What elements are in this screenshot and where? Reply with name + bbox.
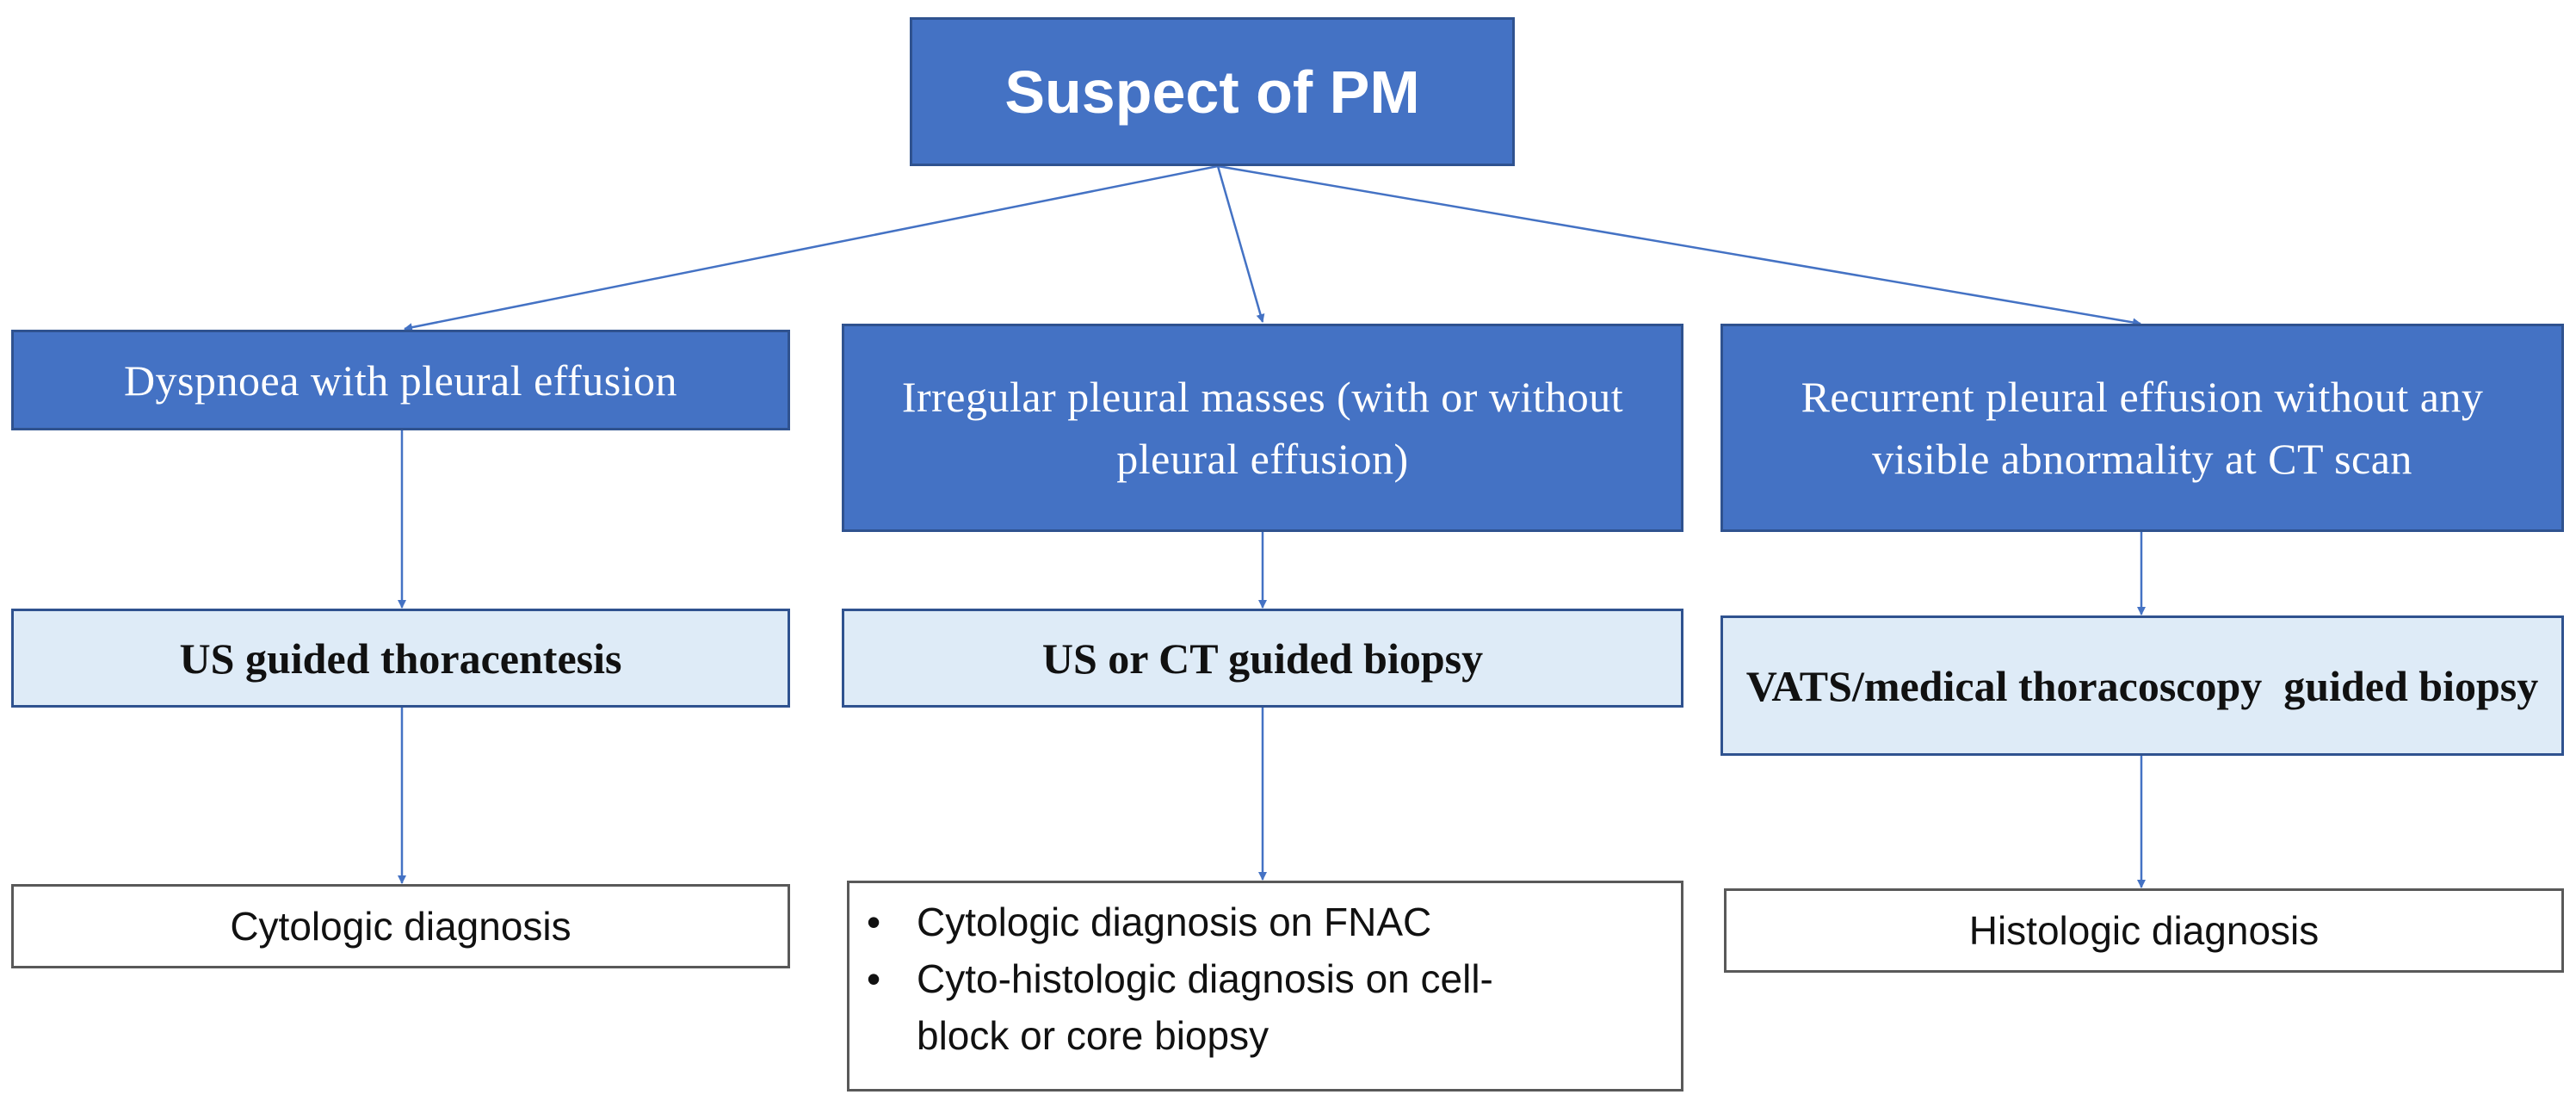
diagnosis-node-2: • Cytologic diagnosis on FNAC • Cyto-his… — [847, 881, 1683, 1092]
arrow-root-to-finding-3 — [1217, 164, 2141, 327]
procedure-label-2: US or CT guided biopsy — [1041, 634, 1484, 683]
bullet-icon: • — [867, 956, 881, 1001]
root-node: Suspect of PM — [910, 17, 1515, 166]
bullet-icon: • — [867, 900, 881, 944]
procedure-node-3: VATS/medical thoracoscopy guided biopsy — [1720, 615, 2564, 756]
finding-node-2: Irregular pleural masses (with or withou… — [842, 324, 1683, 532]
finding-label-2: Irregular pleural masses (with or withou… — [901, 373, 1624, 483]
procedure-node-2: US or CT guided biopsy — [842, 609, 1683, 708]
diagnosis-label-1: Cytologic diagnosis — [230, 904, 571, 949]
arrow-root-to-finding-2 — [1216, 165, 1265, 323]
list-item: • Cyto-histologic diagnosis on cell-bloc… — [867, 950, 1571, 1064]
diagnosis-list-2: • Cytologic diagnosis on FNAC • Cyto-his… — [849, 883, 1588, 1064]
procedure-label-3: VATS/medical thoracoscopy guided biopsy — [1745, 661, 2539, 710]
procedure-node-1: US guided thoracentesis — [11, 609, 790, 708]
finding-node-1: Dyspnoea with pleural effusion — [11, 330, 790, 430]
diagnosis-node-1: Cytologic diagnosis — [11, 884, 790, 968]
diagnosis-label-3: Histologic diagnosis — [1968, 908, 2320, 953]
finding-label-1: Dyspnoea with pleural effusion — [123, 356, 678, 405]
finding-label-3: Recurrent pleural effusion without any v… — [1801, 373, 2484, 483]
finding-node-3: Recurrent pleural effusion without any v… — [1720, 324, 2564, 532]
root-label: Suspect of PM — [1004, 58, 1420, 126]
procedure-label-1: US guided thoracentesis — [179, 634, 622, 683]
diagnosis-item-label: Cyto-histologic diagnosis on cell-block … — [917, 956, 1493, 1058]
arrow-root-to-finding-1 — [404, 164, 1219, 332]
list-item: • Cytologic diagnosis on FNAC — [867, 894, 1571, 950]
diagnosis-item-label: Cytologic diagnosis on FNAC — [917, 900, 1432, 944]
diagnosis-node-3: Histologic diagnosis — [1724, 888, 2564, 973]
